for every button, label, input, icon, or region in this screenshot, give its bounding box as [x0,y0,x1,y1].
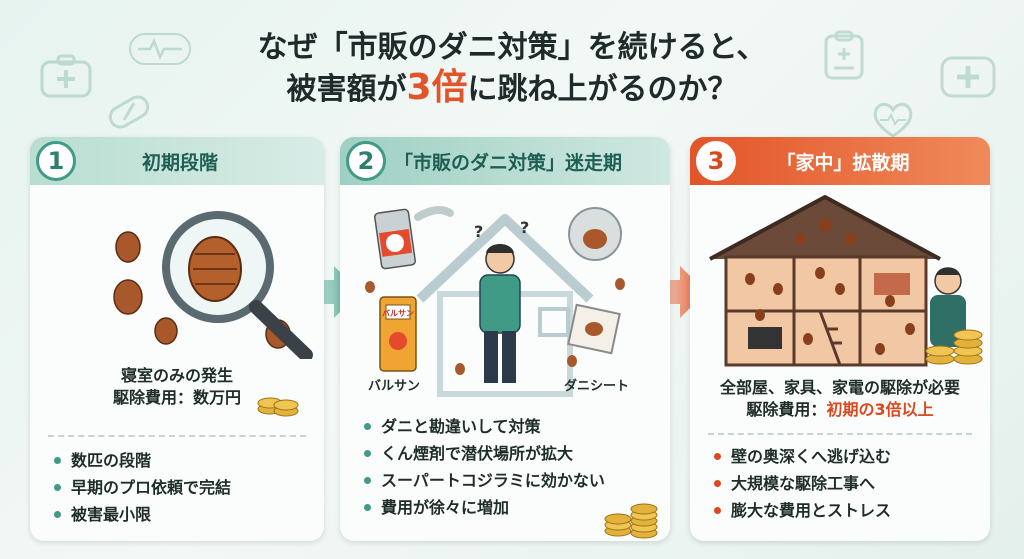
svg-text:?: ? [520,218,529,237]
heart-icon [873,102,913,138]
stage-number: 2 [346,141,386,181]
panel-header: 1 初期段階 [30,137,324,185]
stage-number: 1 [36,141,76,181]
bullet-text: 大規模な駆除工事へ [731,474,876,493]
bullet-text: 費用が徐々に増加 [381,498,510,517]
title-pre: 被害額が [286,72,407,107]
bullet-dot [364,450,371,457]
stage-title: 「家中」拡散期 [776,151,910,174]
spray-can-icon: バルサン [379,296,417,372]
pill-icon [108,95,150,129]
stage-bullets: 壁の奥深くへ逃げ込む 大規模な駆除工事へ 膨大な費用とストレス [714,443,891,524]
divider [48,435,306,437]
title-accent: 3倍 [406,67,468,108]
bullet-dot [714,480,721,487]
coin-stack-icon [604,503,658,539]
list-item: 費用が徐々に増加 [364,494,605,521]
coin-stack-icon [925,329,983,365]
list-item: スーパートコジラミに効かない [364,467,605,494]
title-line1: なぜ「市販のダニ対策」を続けると、 [257,30,767,65]
stage-number: 3 [696,141,736,181]
bedbug-icon [365,278,625,375]
stage-location: 寝室のみの発生 [120,366,233,385]
list-item: くん煙剤で潜伏場所が拡大 [364,440,605,467]
magnifier-icon [113,211,313,359]
clipboard-icon [824,30,864,80]
bullet-dot [714,453,721,460]
panel-header: 2 「市販のダニ対策」迷走期 [340,137,670,185]
bullet-text: 膨大な費用とストレス [731,501,892,520]
cost-label: 駆除費用： [746,400,827,419]
arrow-right-icon [640,266,706,318]
can-label: バルサン [382,309,414,318]
stage-panel-2: 2 「市販のダニ対策」迷走期 バルサン ? ? バ [340,137,670,541]
bullet-dot [714,507,721,514]
title-post: に跳ね上がるのか？ [467,72,738,107]
bullet-text: 被害最小限 [71,505,152,524]
bullet-text: 早期のプロ依頼で完結 [71,478,232,497]
stage-cost: 駆除費用：初期の3倍以上 [690,399,990,421]
list-item: 早期のプロ依頼で完結 [54,474,231,501]
list-item: 数匹の段階 [54,447,231,474]
house-icon [709,195,983,367]
stage-title: 初期段階 [141,151,218,174]
cost-value: 初期の3倍以上 [826,400,934,419]
svg-text:?: ? [474,222,483,241]
title-line2: 被害額が3倍に跳ね上がるのか？ [0,68,1024,110]
stage-panel-1: 1 初期段階 寝室のみの発生 駆除費用：数万円 数匹の段階 早期のプロ依頼で完結… [30,137,324,541]
bullet-text: くん煙剤で潜伏場所が拡大 [381,444,574,463]
medical-kit-icon [940,56,996,98]
stage-summary: 寝室のみの発生 駆除費用：数万円 [30,365,324,409]
stage-panel-3: 3 「家中」拡散期 全部屋、家具、家電の駆除が必要 駆除費用：初期の3倍以上 [690,137,990,541]
stage-cost: 駆除費用：数万円 [112,388,241,407]
bedbug-icon [745,218,915,355]
list-item: 壁の奥深くへ逃げ込む [714,443,891,470]
bullet-dot [364,504,371,511]
bullet-dot [364,477,371,484]
heartbeat-icon [129,33,191,65]
stage-bullets: ダニと勘違いして対策 くん煙剤で潜伏場所が拡大 スーパートコジラミに効かない 費… [364,413,605,521]
stage-title: 「市販のダニ対策」迷走期 [393,151,622,174]
medical-kit-icon [40,54,92,98]
bullet-text: スーパートコジラミに効かない [381,471,605,490]
bullet-dot [54,484,61,491]
stage-summary: 全部屋、家具、家電の駆除が必要 駆除費用：初期の3倍以上 [690,377,990,421]
stage-scope: 全部屋、家具、家電の駆除が必要 [719,378,960,397]
bullet-text: 壁の奥深くへ逃げ込む [731,447,892,466]
caption-dani-sheet: ダニシート [564,379,630,394]
caption-balsan: バルサン [368,379,421,394]
bullet-dot [54,511,61,518]
bullet-text: ダニと勘違いして対策 [381,417,541,436]
list-item: 膨大な費用とストレス [714,497,891,524]
spray-can-icon [374,206,454,270]
list-item: 被害最小限 [54,501,231,528]
divider [708,433,972,435]
stage-bullets: 数匹の段階 早期のプロ依頼で完結 被害最小限 [54,447,231,528]
page-title: なぜ「市販のダニ対策」を続けると、 被害額が3倍に跳ね上がるのか？ [0,28,1024,110]
bullet-text: 数匹の段階 [71,451,152,470]
bullet-dot [364,423,371,430]
bullet-dot [54,457,61,464]
coin-stack-icon [257,397,299,417]
list-item: ダニと勘違いして対策 [364,413,605,440]
panel-header: 3 「家中」拡散期 [690,137,990,185]
list-item: 大規模な駆除工事へ [714,470,891,497]
house-icon: バルサン ? ? [365,206,625,397]
